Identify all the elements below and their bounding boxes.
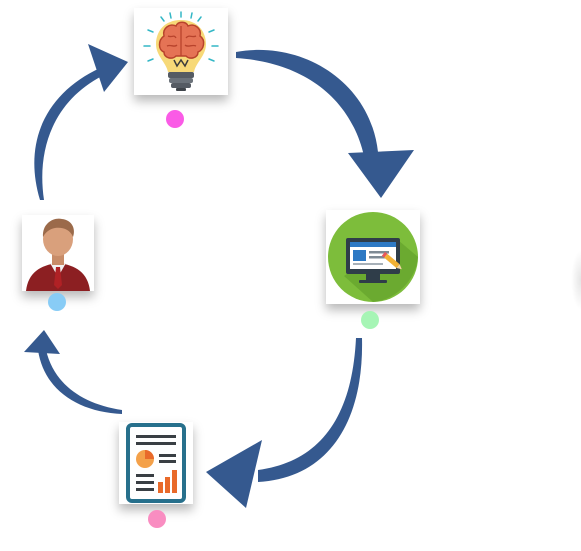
person-indicator-dot (48, 293, 66, 311)
arrow-person-to-idea (34, 44, 128, 200)
arrow-report-to-person (24, 330, 122, 414)
businessman-avatar-icon (26, 218, 90, 291)
arrow-screen-to-report (206, 338, 363, 508)
monitor-presentation-icon (328, 212, 418, 302)
idea-indicator-dot (166, 110, 184, 128)
arrow-idea-to-screen (236, 49, 414, 198)
offscreen-node-shadow (571, 250, 581, 310)
node-idea (134, 8, 228, 95)
report-document-icon (126, 423, 186, 503)
node-screen (326, 210, 420, 304)
brain-lightbulb-icon (143, 11, 219, 91)
report-indicator-dot (148, 510, 166, 528)
node-person (22, 215, 94, 291)
node-report (119, 422, 193, 504)
screen-indicator-dot (361, 311, 379, 329)
